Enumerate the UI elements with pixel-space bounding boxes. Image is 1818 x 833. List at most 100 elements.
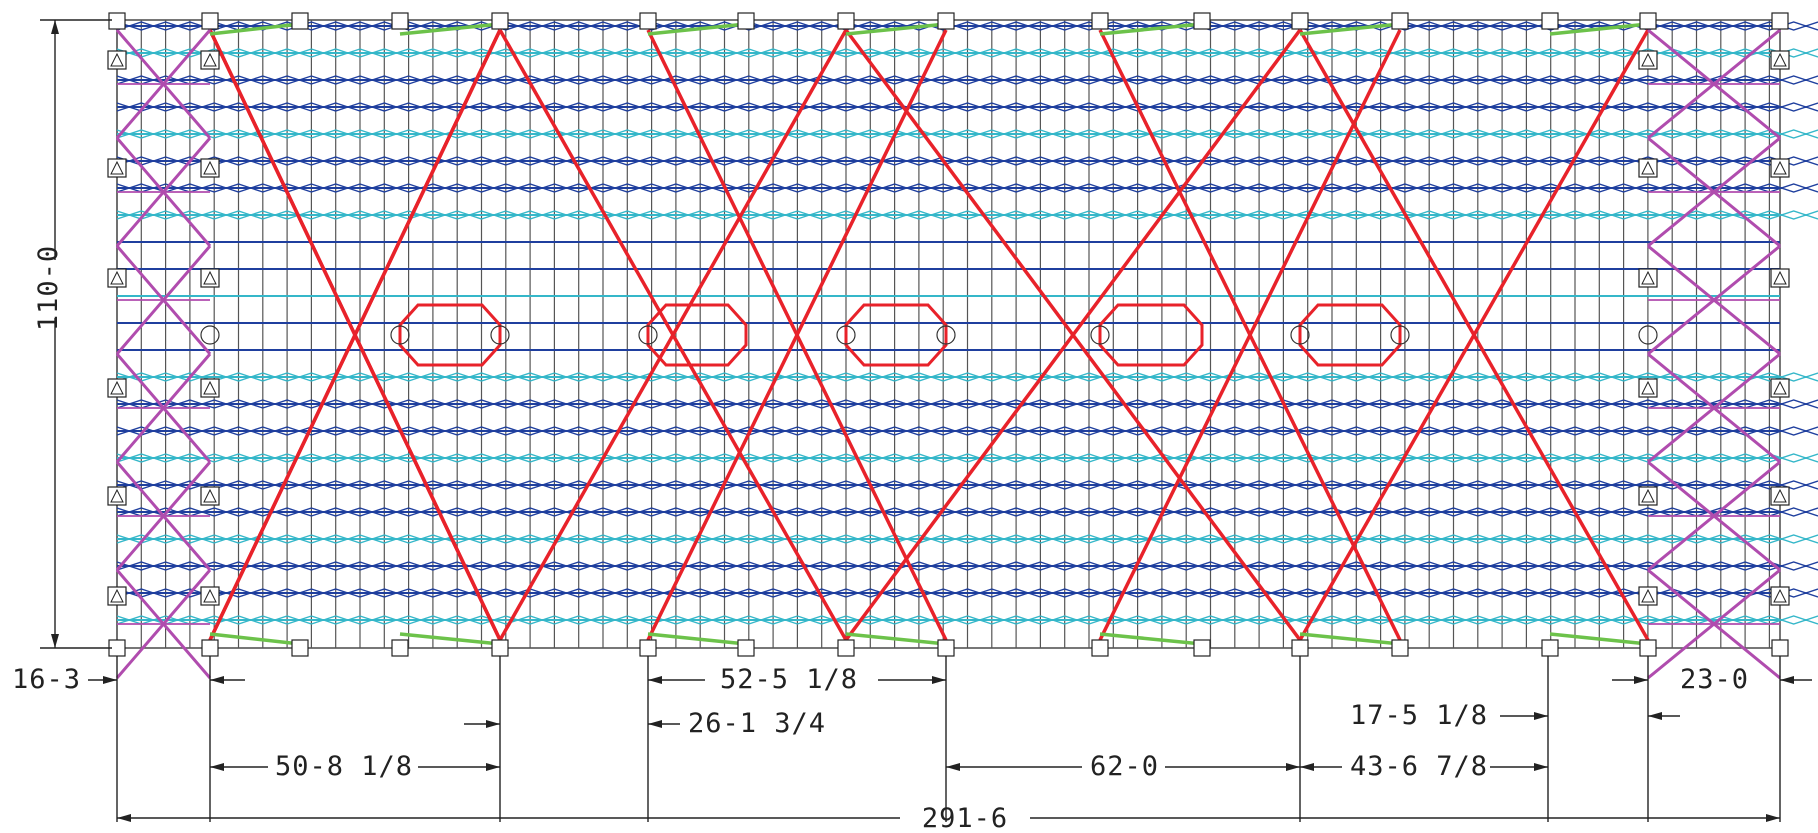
dimension-lines	[40, 19, 1812, 822]
brace-pin	[1638, 325, 1658, 345]
cross-brace	[498, 29, 848, 641]
brace-pin	[1090, 325, 1110, 345]
wall-column	[107, 586, 127, 606]
dimension-arrow	[51, 20, 59, 34]
dimension-arrow	[1534, 763, 1548, 771]
column-base	[737, 639, 755, 657]
wall-column	[1638, 378, 1658, 398]
column-base	[1291, 639, 1309, 657]
brace-node	[844, 303, 948, 367]
wall-column-marker	[203, 380, 217, 395]
wall-column	[1638, 486, 1658, 506]
eave-brace-top	[1099, 22, 1203, 36]
dim-bay-a: 52-5 1/8	[720, 664, 858, 695]
eave-brace-bottom	[209, 632, 301, 646]
eave-brace-top	[1549, 22, 1649, 36]
brace-node	[398, 303, 502, 367]
eave-brace-top	[647, 22, 747, 36]
column-base	[391, 639, 409, 657]
wall-column-marker	[110, 160, 124, 175]
column-base	[291, 12, 309, 30]
cross-brace	[646, 29, 948, 641]
brace-node	[1298, 303, 1402, 367]
wall-column-marker	[203, 270, 217, 285]
dimension-arrow	[210, 763, 224, 771]
column-base	[639, 639, 657, 657]
brace-pin	[836, 325, 856, 345]
eave-brace-bottom	[1549, 632, 1649, 646]
dim-bay-f: 43-6 7/8	[1350, 751, 1488, 782]
dimension-arrow	[210, 676, 224, 684]
wall-column-marker	[1773, 488, 1787, 503]
brace-pin	[1390, 325, 1410, 345]
dim-right-end-offset: 23-0	[1680, 664, 1749, 695]
building-outline	[116, 19, 1781, 649]
column-supports	[107, 12, 1790, 657]
wall-column	[1638, 586, 1658, 606]
wall-column-marker	[1773, 380, 1787, 395]
dim-bay-c: 50-8 1/8	[275, 751, 413, 782]
wall-column-marker	[203, 588, 217, 603]
wall-column-marker	[1641, 270, 1655, 285]
column-base	[1639, 12, 1657, 30]
column-base	[1193, 12, 1211, 30]
wall-column	[107, 486, 127, 506]
brace-pin	[200, 325, 220, 345]
wall-column-marker	[1641, 160, 1655, 175]
column-base	[1541, 12, 1559, 30]
dimension-arrow	[1780, 676, 1794, 684]
column-base	[837, 12, 855, 30]
dimension-arrow	[1300, 763, 1314, 771]
dim-bay-b: 26-1 3/4	[688, 708, 826, 739]
dimension-arrow	[1286, 763, 1300, 771]
wall-column-marker	[1773, 160, 1787, 175]
cross-bracing	[200, 28, 1658, 642]
wall-column-marker	[110, 52, 124, 67]
dimension-arrow	[486, 720, 500, 728]
wall-column	[1770, 158, 1790, 178]
wall-column	[1770, 268, 1790, 288]
column-base	[1291, 12, 1309, 30]
dimension-arrow	[648, 720, 662, 728]
wall-column	[1770, 586, 1790, 606]
dimension-arrow	[103, 676, 117, 684]
eave-brace-bottom	[399, 632, 501, 646]
column-base	[491, 639, 509, 657]
column-base	[1771, 639, 1789, 657]
wall-column-marker	[203, 160, 217, 175]
column-base	[201, 12, 219, 30]
column-base	[737, 12, 755, 30]
wall-column	[1770, 486, 1790, 506]
column-base	[1771, 12, 1789, 30]
wall-column	[1638, 50, 1658, 70]
framing-lines	[116, 19, 1818, 649]
dimension-arrow	[1766, 814, 1780, 822]
cross-brace	[844, 28, 1302, 642]
brace-pin	[390, 325, 410, 345]
eave-brace-top	[399, 22, 501, 36]
column-base	[837, 639, 855, 657]
cross-brace	[208, 29, 502, 641]
column-base	[108, 12, 126, 30]
girt-bridging	[116, 561, 1818, 571]
brace-node	[1098, 303, 1204, 367]
eave-brace-bottom	[1099, 632, 1203, 646]
cross-brace	[1298, 29, 1650, 641]
end-x-brace	[1647, 28, 1781, 680]
dim-bay-e: 17-5 1/8	[1350, 700, 1488, 731]
wall-column-marker	[110, 270, 124, 285]
wall-column-marker	[1641, 380, 1655, 395]
wall-column	[200, 158, 220, 178]
wall-column-marker	[203, 52, 217, 67]
wall-column-marker	[1773, 588, 1787, 603]
wall-column-marker	[110, 488, 124, 503]
column-base	[1193, 639, 1211, 657]
wall-column	[200, 486, 220, 506]
wall-column	[1638, 158, 1658, 178]
dim-bay-d: 62-0	[1090, 751, 1159, 782]
brace-pin	[936, 325, 956, 345]
brace-pin	[638, 325, 658, 345]
wall-column-marker	[203, 488, 217, 503]
eave-brace-bottom	[845, 632, 947, 646]
